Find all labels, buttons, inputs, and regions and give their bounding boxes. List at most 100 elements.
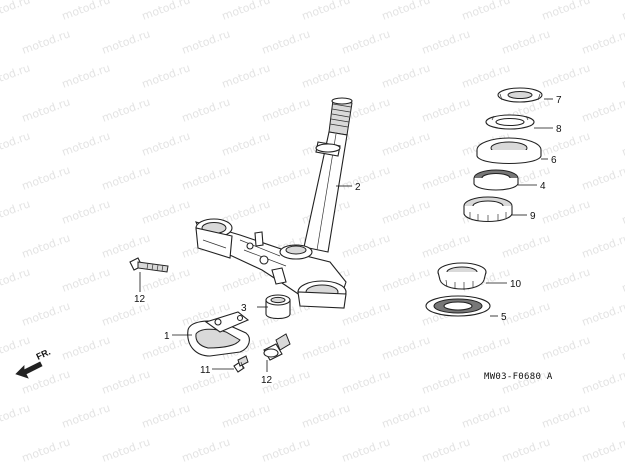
callout-8: 8	[556, 124, 562, 135]
direction-label: FR.	[35, 347, 52, 362]
watermark-text: motod.ru	[260, 27, 312, 56]
watermark-text: motod.ru	[100, 367, 152, 396]
watermark-text: motod.ru	[220, 401, 272, 430]
watermark-text: motod.ru	[60, 61, 112, 90]
watermark-text: motod.ru	[260, 163, 312, 192]
callout-12-lower: 12	[261, 375, 273, 386]
watermark-text: motod.ru	[100, 163, 152, 192]
watermark-text: motod.ru	[340, 435, 392, 464]
watermark-text: motod.ru	[60, 129, 112, 158]
watermark-text: motod.ru	[60, 401, 112, 430]
watermark-text: motod.ru	[180, 163, 232, 192]
watermark-text: motod.ru	[420, 95, 472, 124]
watermark-text: motod.ru	[380, 401, 432, 430]
watermark-text: motod.ru	[0, 0, 32, 23]
watermark-text: motod.ru	[500, 231, 552, 260]
watermark-text: motod.ru	[500, 27, 552, 56]
watermark-text: motod.ru	[460, 333, 512, 362]
watermark-text: motod.ru	[420, 231, 472, 260]
watermark-text: motod.ru	[100, 231, 152, 260]
callout-9: 9	[530, 211, 536, 222]
watermark-text: motod.ru	[420, 163, 472, 192]
watermark-text: motod.ru	[580, 367, 625, 396]
adjust-nut-part	[476, 137, 542, 164]
watermark-text: motod.ru	[540, 333, 592, 362]
watermark-text: motod.ru	[460, 0, 512, 23]
watermark-text: motod.ru	[180, 95, 232, 124]
watermark-text: motod.ru	[620, 265, 625, 294]
watermark-text: motod.ru	[140, 129, 192, 158]
watermark-text: motod.ru	[0, 333, 32, 362]
watermark-text: motod.ru	[0, 197, 32, 226]
watermark-text: motod.ru	[20, 231, 72, 260]
callout-4: 4	[540, 181, 546, 192]
hose-guide-plate-part	[187, 311, 250, 357]
watermark-text: motod.ru	[380, 61, 432, 90]
watermark-text: motod.ru	[620, 197, 625, 226]
callout-3: 3	[241, 303, 247, 314]
watermark-text: motod.ru	[0, 401, 32, 430]
watermark-text: motod.ru	[300, 401, 352, 430]
watermark-text: motod.ru	[20, 95, 72, 124]
watermark-text: motod.ru	[340, 231, 392, 260]
watermark-text: motod.ru	[300, 61, 352, 90]
watermark-text: motod.ru	[60, 0, 112, 23]
watermark-text: motod.ru	[220, 61, 272, 90]
watermark-text: motod.ru	[540, 265, 592, 294]
watermark-text: motod.ru	[580, 299, 625, 328]
watermark-text: motod.ru	[140, 61, 192, 90]
watermark-text: motod.ru	[20, 163, 72, 192]
callout-1: 1	[164, 331, 170, 342]
watermark-text: motod.ru	[180, 27, 232, 56]
watermark-text: motod.ru	[540, 0, 592, 23]
screw-part	[233, 355, 249, 373]
watermark-text: motod.ru	[340, 367, 392, 396]
watermark-text: motod.ru	[580, 163, 625, 192]
watermark-text: motod.ru	[340, 163, 392, 192]
callout-6: 6	[551, 155, 557, 166]
watermark-text: motod.ru	[500, 435, 552, 464]
watermark-text: motod.ru	[580, 27, 625, 56]
watermark-text: motod.ru	[540, 197, 592, 226]
watermark-text: motod.ru	[20, 435, 72, 464]
watermark-text: motod.ru	[340, 299, 392, 328]
callout-5: 5	[501, 312, 507, 323]
watermark-text: motod.ru	[540, 129, 592, 158]
watermark-text: motod.ru	[420, 435, 472, 464]
watermark-text: motod.ru	[100, 435, 152, 464]
watermark-text: motod.ru	[60, 333, 112, 362]
callout-10: 10	[510, 279, 522, 290]
watermark-text: motod.ru	[100, 95, 152, 124]
watermark-text: motod.ru	[60, 265, 112, 294]
watermark-text: motod.ru	[220, 129, 272, 158]
watermark-text: motod.ru	[180, 435, 232, 464]
watermark-text: motod.ru	[460, 401, 512, 430]
bearing-upper-part	[463, 196, 513, 223]
watermark-text: motod.ru	[140, 197, 192, 226]
leader-lines	[139, 98, 553, 372]
watermark-text: motod.ru	[620, 401, 625, 430]
watermark-text: motod.ru	[0, 61, 32, 90]
watermark-text: motod.ru	[60, 197, 112, 226]
watermark-text: motod.ru	[620, 333, 625, 362]
watermark-text: motod.ru	[140, 401, 192, 430]
callout-2: 2	[355, 182, 361, 193]
watermark-text: motod.ru	[540, 401, 592, 430]
direction-arrow-icon	[15, 361, 43, 379]
watermark-text: motod.ru	[0, 129, 32, 158]
watermark-text: motod.ru	[220, 0, 272, 23]
watermark-text: motod.ru	[580, 95, 625, 124]
lower-bracket-part	[195, 218, 347, 309]
watermark-text: motod.ru	[300, 0, 352, 23]
watermark-text: motod.ru	[500, 299, 552, 328]
lock-washer-part	[485, 114, 535, 130]
watermark-text: motod.ru	[380, 333, 432, 362]
watermark-text: motod.ru	[100, 27, 152, 56]
bearing-race-upper-part	[473, 169, 519, 191]
callout-7: 7	[556, 95, 562, 106]
watermark-text: motod.ru	[20, 299, 72, 328]
watermark-text: motod.ru	[580, 435, 625, 464]
watermark-text: motod.ru	[460, 61, 512, 90]
watermark-text: motod.ru	[260, 95, 312, 124]
